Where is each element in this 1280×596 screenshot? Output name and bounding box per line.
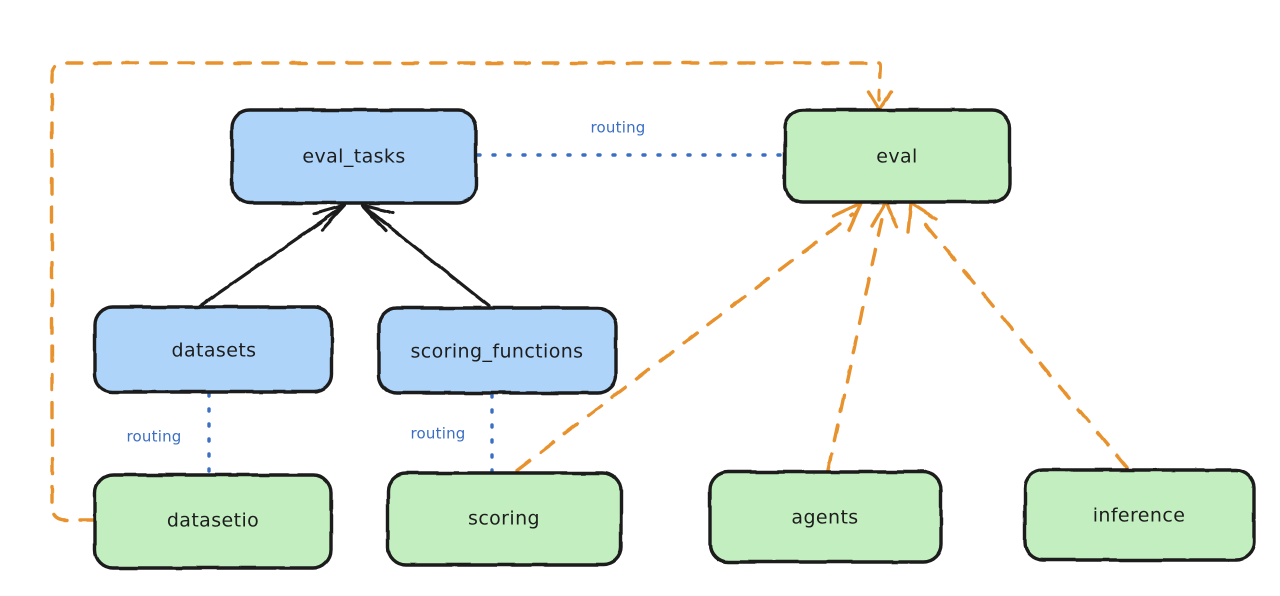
node-datasetio[interactable]: datasetio xyxy=(93,473,333,570)
node-eval-tasks[interactable]: eval_tasks xyxy=(230,108,478,205)
node-scoring-functions-shape[interactable] xyxy=(377,306,618,395)
node-datasetio-shape[interactable] xyxy=(93,473,333,570)
node-eval-label: eval xyxy=(876,146,917,168)
edge-label-routing-scoring: routing xyxy=(411,425,466,443)
node-scoring[interactable]: scoring xyxy=(386,471,623,567)
node-agents[interactable]: agents xyxy=(708,470,943,564)
node-inference-shape[interactable] xyxy=(1023,468,1256,562)
node-datasets-shape[interactable] xyxy=(93,305,334,394)
node-inference-label: inference xyxy=(1093,505,1186,527)
node-eval-tasks-shape[interactable] xyxy=(230,108,478,205)
node-eval[interactable]: eval xyxy=(783,108,1012,204)
node-inference[interactable]: inference xyxy=(1023,468,1256,562)
edge-datasets-to-eval-tasks xyxy=(198,203,347,308)
node-eval-shape[interactable] xyxy=(783,108,1012,204)
node-datasetio-label: datasetio xyxy=(167,510,259,532)
node-datasets-label: datasets xyxy=(172,340,257,362)
node-scoring-functions[interactable]: scoring_functions xyxy=(377,306,618,395)
edge-label-routing-eval: routing xyxy=(591,119,646,137)
edge-agents-to-eval xyxy=(826,200,899,472)
node-scoring-label: scoring xyxy=(468,508,540,530)
node-agents-shape[interactable] xyxy=(708,470,943,564)
node-eval-tasks-label: eval_tasks xyxy=(302,146,405,168)
node-agents-label: agents xyxy=(791,507,858,529)
node-scoring-functions-label: scoring_functions xyxy=(411,341,584,363)
node-datasets[interactable]: datasets xyxy=(93,305,334,394)
node-scoring-shape[interactable] xyxy=(386,471,623,567)
edge-inference-to-eval xyxy=(906,201,1129,470)
edge-scoring-functions-to-eval-tasks xyxy=(360,203,491,308)
edge-label-routing-datasetio: routing xyxy=(127,428,182,446)
